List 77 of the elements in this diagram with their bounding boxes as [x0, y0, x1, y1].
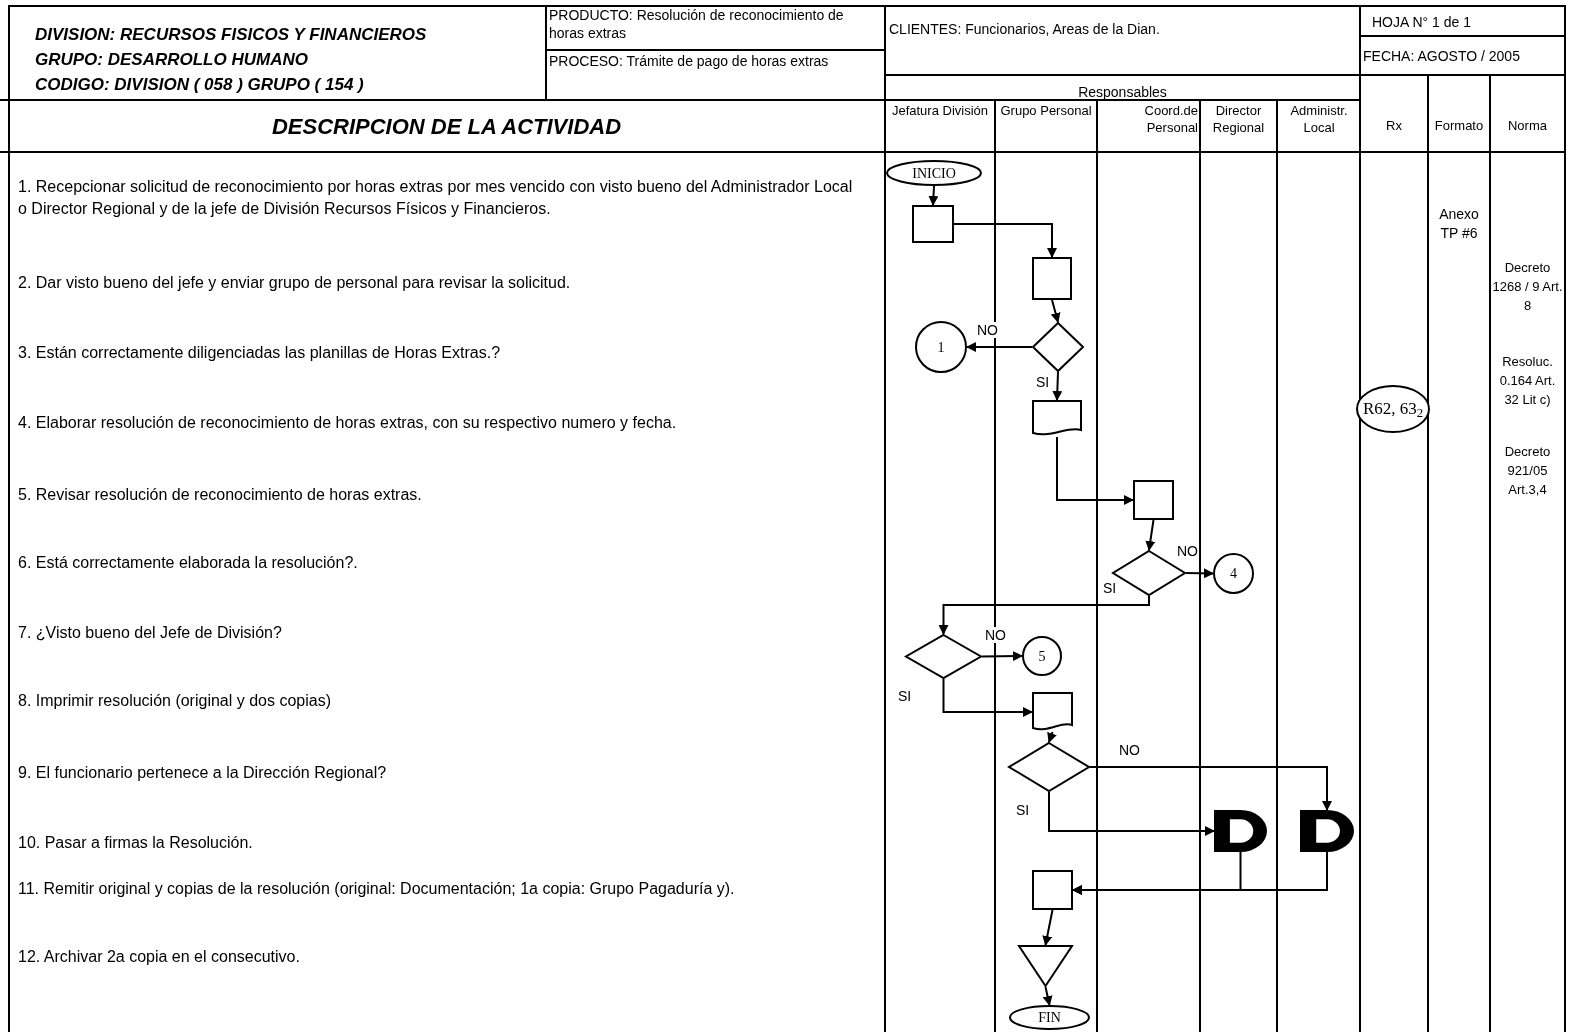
connector-circle: 5: [1022, 636, 1062, 676]
decision-diamond: [905, 634, 982, 679]
document-shape: [1032, 692, 1073, 732]
header-text: PRODUCTO: Resolución de reconocimiento de horas extras: [549, 6, 845, 42]
header-text: CODIGO: DIVISION ( 058 ) GRUPO ( 154 ): [35, 74, 365, 96]
arrow: [1056, 436, 1134, 505]
edge-label: NO: [1118, 742, 1141, 758]
edge-label: NO: [976, 322, 999, 338]
column-header: Administr. Local: [1289, 102, 1349, 136]
format-text: Anexo TP #6: [1438, 205, 1480, 243]
arrow: [953, 223, 1057, 258]
connector-circle: 1: [915, 321, 967, 373]
arrow: [1072, 851, 1328, 895]
arrow: [942, 678, 1033, 717]
norm-text: Decreto 921/05 Art.3,4: [1503, 443, 1552, 499]
header-text: FECHA: AGOSTO / 2005: [1363, 47, 1521, 66]
activity-text: 1. Recepcionar solicitud de reconocimiento por horas extras por mes vencido con visto bueno del Administrador Local o Director Regional y de la jefe de División Recursos Físicos y Financieros.: [18, 177, 854, 219]
activity-text: 12. Archivar 2a copia en el consecutivo.: [18, 947, 301, 967]
activity-text: 5. Revisar resolución de reconocimiento de horas extras.: [18, 485, 423, 505]
column-header: Coord.de Personal: [1143, 102, 1198, 136]
edge-label: SI: [897, 688, 913, 704]
column-header: Grupo Personal: [999, 102, 1093, 119]
edge-label: SI: [1035, 374, 1051, 390]
norm-text: Decreto 1268 / 9 Art. 8: [1491, 259, 1564, 315]
arrow: [1089, 766, 1332, 811]
column-header: Norma: [1507, 117, 1548, 135]
section-heading: DESCRIPCION DE LA ACTIVIDAD: [270, 113, 623, 141]
archive-triangle: [1018, 945, 1073, 987]
arrow: [1042, 986, 1053, 1006]
edge-label: SI: [1015, 802, 1031, 818]
connector-circle: 4: [1213, 553, 1254, 594]
column-group-header: Responsables: [1077, 83, 1168, 102]
activity-text: 3. Están correctamente diligenciadas las planillas de Horas Extras.?: [18, 343, 502, 363]
delay-shape: [1300, 810, 1354, 852]
arrow: [928, 185, 939, 206]
terminator-ellipse: FIN: [1009, 1005, 1090, 1030]
activity-text: 8. Imprimir resolución (original y dos copias): [18, 691, 332, 711]
activity-text: 10. Pasar a firmas la Resolución.: [18, 833, 254, 853]
process-box: [1032, 870, 1073, 910]
process-box: [1133, 480, 1174, 520]
activity-text: 4. Elaborar resolución de reconocimiento de horas extras, con su respectivo numero y fecha.: [18, 413, 678, 433]
arrow: [1047, 731, 1057, 743]
decision-diamond: [1032, 322, 1084, 372]
reference-ellipse: R62, 63$_{2}$: [1356, 385, 1430, 433]
header-text: DIVISION: RECURSOS FISICOS Y FINANCIEROS: [35, 24, 428, 46]
column-header: Director Regional: [1211, 102, 1266, 136]
header-text: CLIENTES: Funcionarios, Areas de la Dian.: [889, 20, 1161, 39]
activity-text: 2. Dar visto bueno del jefe y enviar grupo de personal para revisar la solicitud.: [18, 273, 572, 293]
header-text: GRUPO: DESARROLLO HUMANO: [35, 49, 309, 71]
arrow: [1185, 568, 1214, 579]
header-text: PROCESO: Trámite de pago de horas extras: [549, 52, 830, 70]
decision-diamond: [1008, 742, 1090, 792]
activity-text: 11. Remitir original y copias de la resolución (original: Documentación; 1a copia: Grupo Pagaduría y).: [18, 879, 736, 899]
header-text: HOJA N° 1 de 1: [1372, 13, 1472, 32]
arrow: [1052, 371, 1063, 401]
process-box: [1032, 257, 1072, 300]
arrow: [966, 342, 1033, 352]
arrow: [981, 651, 1023, 662]
arrow: [1048, 791, 1215, 836]
edge-label: NO: [1176, 543, 1199, 559]
process-box: [912, 205, 954, 243]
arrow: [938, 595, 1150, 635]
norm-text: Resoluc. 0.164 Art. 32 Lit c): [1498, 353, 1557, 409]
terminator-ellipse: INICIO: [886, 160, 982, 186]
activity-text: 6. Está correctamente elaborada la resolución?.: [18, 553, 359, 573]
edge-label: SI: [1102, 580, 1118, 596]
arrow: [1145, 519, 1156, 551]
activity-text: 7. ¿Visto bueno del Jefe de División?: [18, 623, 283, 643]
column-header: Formato: [1433, 117, 1485, 135]
edge-label: NO: [984, 627, 1007, 643]
activity-text: 9. El funcionario pertenece a la Dirección Regional?: [18, 763, 388, 783]
column-header: Rx: [1385, 117, 1403, 135]
arrow: [1042, 909, 1054, 946]
arrow: [1050, 299, 1061, 323]
delay-shape: [1214, 810, 1267, 852]
document-shape: [1032, 400, 1082, 437]
column-header: Jefatura División: [890, 102, 990, 119]
